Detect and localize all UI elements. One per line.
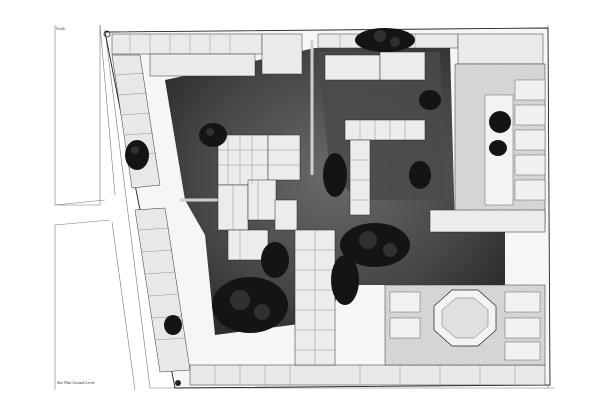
tree-canopy	[125, 140, 149, 170]
north-building-row	[111, 33, 544, 77]
north-row-cells	[129, 34, 416, 54]
east-row-cells	[514, 79, 546, 201]
central-cluster-cells	[218, 135, 300, 260]
tree-canopy	[331, 255, 359, 305]
octagonal-court-inner	[441, 297, 489, 339]
north-central-cells	[350, 120, 406, 201]
southeast-cells	[389, 291, 541, 361]
tree-highlights	[131, 30, 400, 320]
tree-canopy	[164, 315, 182, 335]
tree-canopy	[212, 277, 288, 333]
drawing-caption: Site Plan Ground Level	[57, 380, 96, 385]
tree-canopy	[409, 161, 431, 189]
tree-canopy	[419, 90, 441, 110]
tree-canopy	[199, 123, 227, 147]
middle-row-cells	[295, 230, 335, 365]
central-building-cluster	[217, 134, 301, 261]
corner-marker-southwest	[175, 380, 181, 386]
south-building-row	[189, 364, 546, 386]
tree-canopy	[489, 111, 511, 133]
corner-mark: North	[56, 26, 65, 31]
tree-canopy	[261, 242, 289, 278]
tree-canopy	[355, 28, 415, 52]
corner-marker-northwest	[103, 30, 111, 38]
central-walkways	[180, 40, 314, 202]
tree-canopy	[323, 153, 347, 197]
east-lower-building	[429, 209, 546, 233]
south-row-cells	[214, 365, 516, 385]
tree-canopy	[489, 140, 507, 156]
